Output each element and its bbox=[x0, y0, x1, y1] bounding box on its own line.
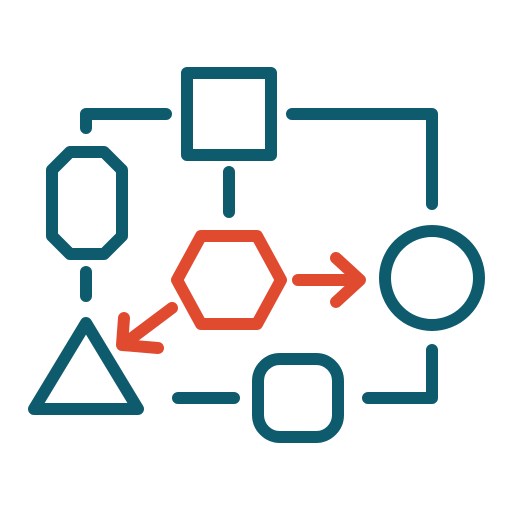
left-octagon-node bbox=[46, 146, 128, 260]
arrowhead-down-left-icon bbox=[116, 312, 164, 354]
bottom-rounded-square-node bbox=[252, 353, 344, 443]
arrow-hexagon-to-triangle bbox=[118, 302, 178, 350]
arrowhead-right-icon bbox=[330, 252, 366, 308]
right-circle-node bbox=[379, 225, 485, 331]
left-triangle-node bbox=[28, 317, 144, 415]
connector-square-to-octagon bbox=[80, 108, 172, 134]
connector-square-to-circle bbox=[286, 108, 438, 210]
center-hexagon-node bbox=[171, 230, 287, 330]
top-square-node bbox=[181, 67, 277, 161]
connector-rounded-square-to-circle bbox=[362, 344, 438, 404]
